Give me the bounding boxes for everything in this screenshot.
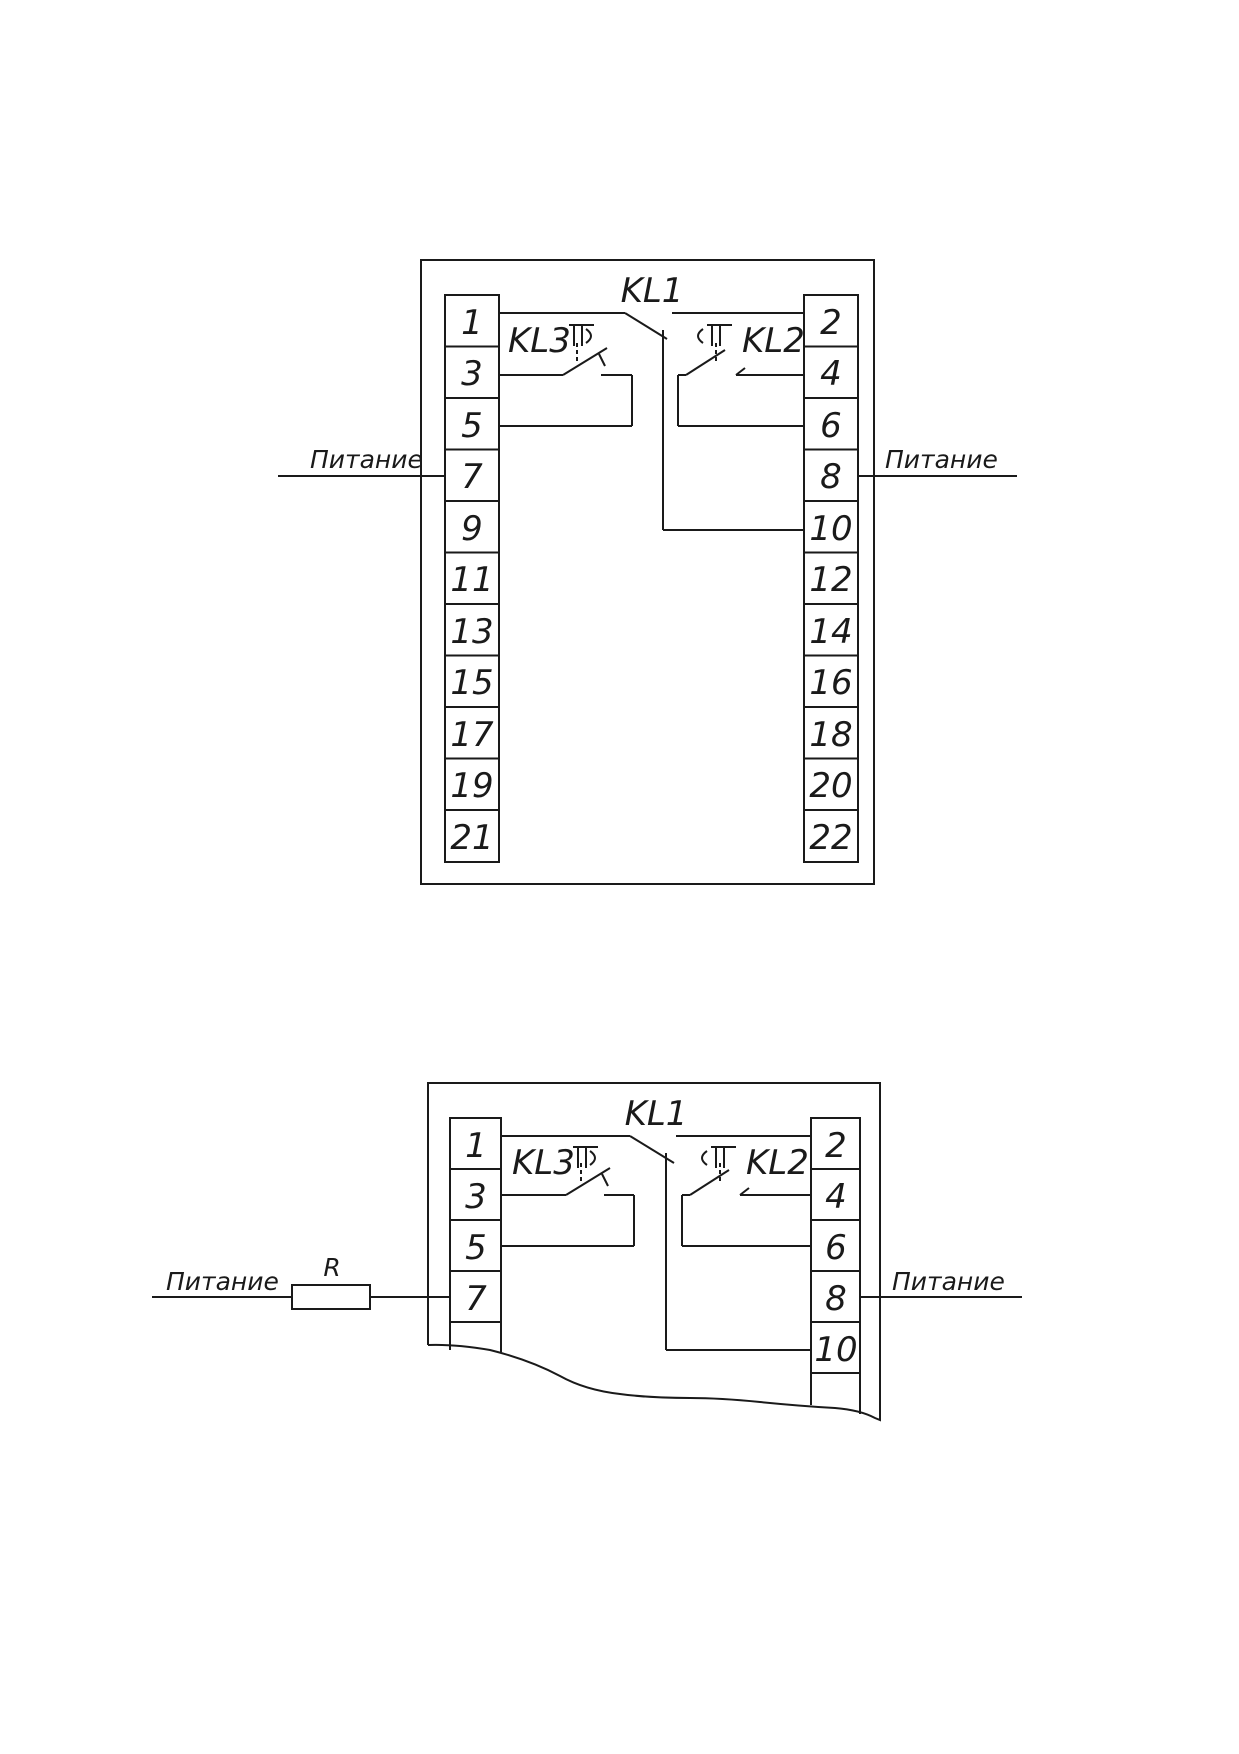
kl2-contact-b: [681, 1163, 811, 1247]
terminal-16: 16: [809, 663, 852, 703]
terminal-7: 7: [461, 457, 483, 497]
right-terminal-block-partial: 2 4 6 8 10: [810, 1117, 861, 1414]
kl3-timer-icon-b: [573, 1146, 598, 1168]
terminal-22: 22: [809, 818, 852, 858]
terminal-9: 9: [461, 509, 483, 549]
left-terminal-strip: [444, 294, 500, 863]
terminal-4-b: 4: [825, 1177, 847, 1217]
terminal-7-b: 7: [465, 1279, 487, 1319]
kl1-contact-b: [501, 1135, 811, 1351]
terminal-10: 10: [809, 509, 852, 549]
kl2-timer-icon-b: [701, 1146, 736, 1168]
terminal-1: 1: [461, 303, 483, 343]
kl3-label: KL3: [508, 321, 571, 361]
terminal-13: 13: [450, 612, 493, 652]
kl3-contact-b: [501, 1163, 635, 1247]
resistor: [291, 1284, 371, 1310]
terminal-18: 18: [809, 715, 852, 755]
kl2-contact: [677, 343, 804, 427]
device-enclosure-broken: [427, 1082, 881, 1422]
power-label-right: Питание: [885, 445, 998, 474]
terminal-10-b: 10: [814, 1330, 857, 1370]
terminal-3: 3: [461, 354, 483, 394]
terminal-4: 4: [820, 354, 842, 394]
right-terminal-dividers: [804, 345, 858, 811]
kl2-timer-icon: [697, 324, 732, 346]
kl1-contact: [499, 312, 804, 531]
kl1-label: KL1: [621, 271, 684, 311]
diagram-partial: 1 3 5 7 2 4 6 8 10: [152, 1082, 1022, 1422]
right-terminal-strip: [803, 294, 859, 863]
terminal-2: 2: [820, 303, 842, 343]
kl3-contact: [499, 343, 633, 427]
kl2-label-b: KL2: [746, 1143, 809, 1183]
kl3-timer-icon: [569, 324, 594, 346]
terminal-14: 14: [809, 612, 852, 652]
power-label-left: Питание: [310, 445, 423, 474]
terminal-19: 19: [450, 766, 493, 806]
terminal-6-b: 6: [825, 1228, 847, 1268]
terminal-15: 15: [450, 663, 493, 703]
power-label-right-b: Питание: [892, 1267, 1005, 1296]
terminal-1-b: 1: [465, 1126, 487, 1166]
terminal-20: 20: [809, 766, 852, 806]
kl1-label-b: KL1: [625, 1094, 688, 1134]
resistor-label: R: [323, 1253, 340, 1282]
terminal-5-b: 5: [465, 1228, 487, 1268]
power-label-left-b: Питание: [166, 1267, 279, 1296]
right-terminal-block: 2 4 6 8 10 12 14 16 18 20 22: [803, 294, 859, 863]
left-terminal-block: 1 3 5 7 9 11 13 15 17 19 21: [444, 294, 500, 863]
terminal-6: 6: [820, 406, 842, 446]
terminal-5: 5: [461, 406, 483, 446]
left-terminal-block-partial: 1 3 5 7: [449, 1117, 502, 1352]
terminal-8: 8: [820, 457, 842, 497]
terminal-2-b: 2: [825, 1126, 847, 1166]
kl2-label: KL2: [742, 321, 805, 361]
device-enclosure: [420, 259, 875, 885]
diagram-full: 1 3 5 7 9 11 13 15 17 19 21: [278, 259, 1017, 885]
kl3-label-b: KL3: [512, 1143, 575, 1183]
terminal-21: 21: [450, 818, 493, 858]
left-terminal-dividers: [445, 345, 499, 811]
terminal-12: 12: [809, 560, 852, 600]
terminal-3-b: 3: [465, 1177, 487, 1217]
terminal-17: 17: [450, 715, 494, 755]
terminal-11: 11: [450, 560, 493, 600]
terminal-8-b: 8: [825, 1279, 847, 1319]
